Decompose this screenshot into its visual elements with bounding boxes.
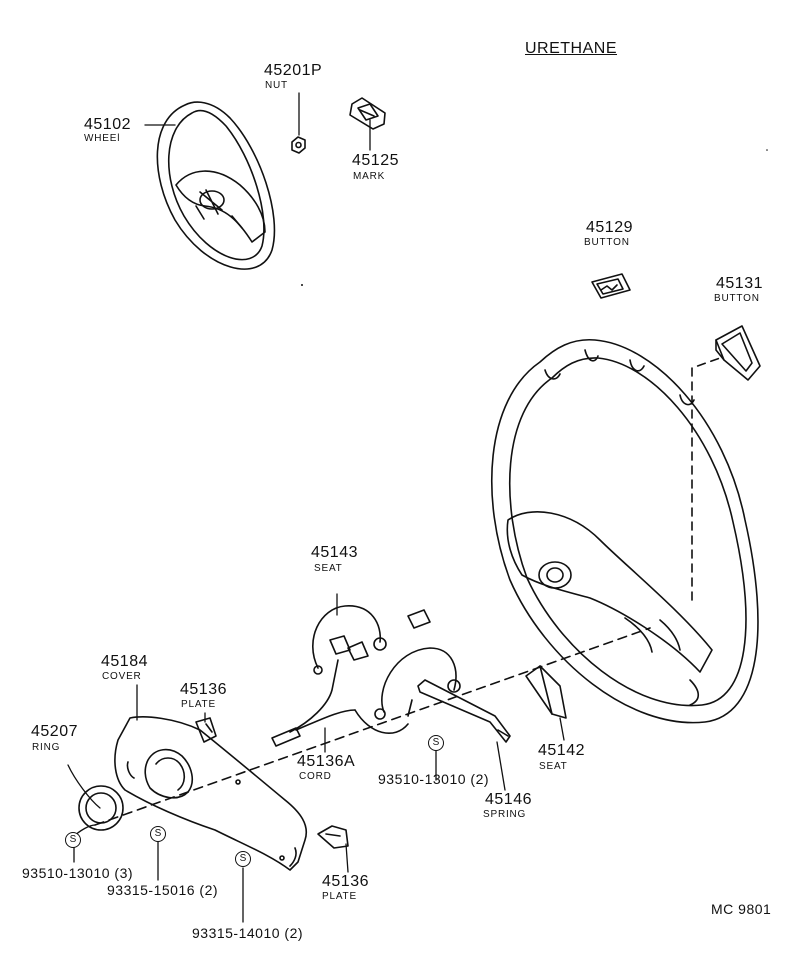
material-heading: URETHANE — [525, 40, 618, 57]
nut-drawing — [291, 136, 306, 154]
ring-drawing — [78, 785, 124, 831]
drawing-code: MC 9801 — [711, 901, 772, 917]
part-name-button-center: BUTTON — [584, 237, 630, 248]
standard-part-symbol: S — [235, 851, 251, 867]
plate-upper-drawing — [195, 717, 217, 743]
cover-drawing — [114, 716, 307, 871]
part-number-45146: 45146 — [485, 791, 532, 808]
mark-emblem-drawing — [349, 97, 386, 130]
part-number-45129: 45129 — [586, 219, 633, 236]
part-number-45102: 45102 — [84, 116, 131, 133]
fastener-93315-14010: 93315-14010 (2) — [192, 925, 304, 941]
part-name-wheel: WHEEl — [84, 133, 121, 144]
part-number-45207: 45207 — [31, 723, 78, 740]
part-name-plate-upper: PLATE — [181, 699, 216, 710]
part-number-45184: 45184 — [101, 653, 148, 670]
part-name-spring: SPRING — [483, 809, 527, 820]
part-name-seat-lower: SEAT — [539, 761, 568, 772]
part-number-45136-lower: 45136 — [322, 873, 369, 890]
part-name-button-side: BUTTON — [714, 293, 760, 304]
fastener-93510-13010-qty2: 93510-13010 (2) — [378, 771, 490, 787]
part-name-ring: RING — [32, 742, 61, 753]
seat-block-drawing — [525, 665, 567, 719]
plate-lower-drawing — [317, 825, 349, 849]
button-leader-line — [691, 357, 721, 601]
large-steering-wheel-drawing — [491, 338, 759, 724]
part-name-mark: MARK — [353, 171, 386, 182]
fastener-93315-15016: 93315-15016 (2) — [107, 882, 219, 898]
part-number-45201p: 45201P — [264, 62, 323, 79]
standard-part-symbol: S — [150, 826, 166, 842]
horn-button-drawing — [591, 273, 631, 299]
part-name-seat-upper: SEAT — [314, 563, 343, 574]
fastener-93510-13010-qty3: 93510-13010 (3) — [22, 865, 134, 881]
spring-drawing — [417, 679, 511, 743]
part-name-cover: COVER — [102, 671, 142, 682]
standard-part-symbol: S — [428, 735, 444, 751]
part-name-cord: CORD — [299, 771, 332, 782]
assembly-axis-line — [94, 627, 651, 826]
side-button-drawing — [715, 325, 761, 381]
part-number-45136-upper: 45136 — [180, 681, 227, 698]
part-name-plate-lower: PLATE — [322, 891, 357, 902]
small-steering-wheel-drawing — [156, 101, 276, 270]
standard-part-symbol: S — [65, 832, 81, 848]
part-name-nut: NUT — [265, 80, 288, 91]
part-number-45131: 45131 — [716, 275, 763, 292]
cord-and-seat-drawing — [271, 605, 461, 747]
part-number-45142: 45142 — [538, 742, 585, 759]
part-number-45125: 45125 — [352, 152, 399, 169]
part-number-45143: 45143 — [311, 544, 358, 561]
part-number-45136a: 45136A — [297, 753, 356, 770]
